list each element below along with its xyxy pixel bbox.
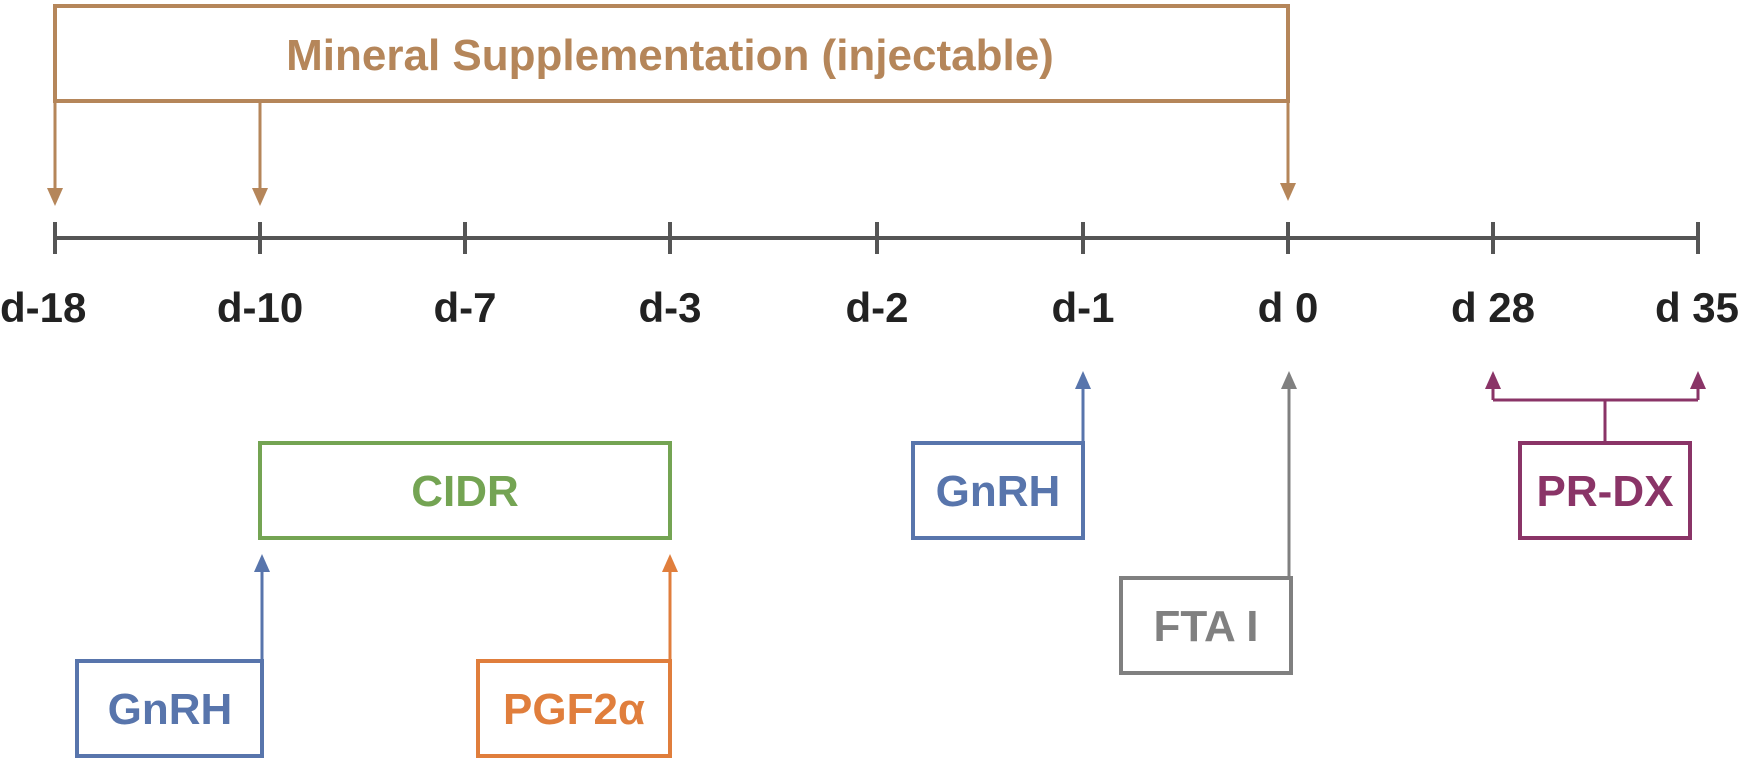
pgf-label: PGF2α xyxy=(503,685,645,734)
tick-label-d-10: d-10 xyxy=(217,284,303,331)
tick-label-d-1: d-1 xyxy=(1052,284,1115,331)
fta-label: FTA I xyxy=(1153,602,1258,651)
fta-arrowhead xyxy=(1281,371,1297,389)
prdx-label: PR-DX xyxy=(1537,467,1674,516)
mineral-arrowhead-d-10 xyxy=(252,188,268,206)
tick-label-d-18: d-18 xyxy=(0,284,86,331)
prdx-arrowhead-d-28 xyxy=(1485,371,1501,389)
cidr-label: CIDR xyxy=(411,467,519,516)
prdx-group: PR-DX xyxy=(1485,371,1706,540)
gnrh-second-box xyxy=(911,441,1085,540)
gnrh-second-group: GnRH xyxy=(911,371,1091,540)
tick-label-d-35: d 35 xyxy=(1655,284,1739,331)
tick-label-d-0: d 0 xyxy=(1258,284,1319,331)
gnrh-first-box xyxy=(75,659,264,758)
gnrh-first-group: GnRH xyxy=(75,554,270,758)
prdx-arrowhead-d-35 xyxy=(1690,371,1706,389)
mineral-supplementation-group: Mineral Supplementation (injectable) xyxy=(47,4,1296,206)
gnrh-second-arrowhead xyxy=(1075,371,1091,389)
fta-box xyxy=(1119,576,1293,675)
gnrh-first-arrowhead xyxy=(254,554,270,572)
timeline-ticks: d-18 d-10 d-7 d-3 d-2 d-1 d 0 d 28 d 35 xyxy=(0,222,1739,331)
pgf-box xyxy=(476,659,672,758)
pgf-arrowhead xyxy=(662,554,678,572)
cidr-group: CIDR xyxy=(258,441,672,540)
timeline: d-18 d-10 d-7 d-3 d-2 d-1 d 0 d 28 d 35 xyxy=(0,222,1739,331)
pgf-group: PGF2α xyxy=(476,554,678,758)
cidr-box xyxy=(258,441,672,540)
tick-label-d-2: d-2 xyxy=(846,284,909,331)
mineral-arrowhead-d-0 xyxy=(1280,183,1296,201)
mineral-supplementation-box xyxy=(53,4,1290,103)
gnrh-first-label: GnRH xyxy=(108,685,233,734)
mineral-supplementation-label: Mineral Supplementation (injectable) xyxy=(286,31,1054,80)
tick-label-d-3: d-3 xyxy=(639,284,702,331)
tick-label-d-28: d 28 xyxy=(1451,284,1535,331)
tick-label-d-7: d-7 xyxy=(434,284,497,331)
mineral-arrowhead-d-18 xyxy=(47,188,63,206)
fta-group: FTA I xyxy=(1119,371,1297,675)
gnrh-second-label: GnRH xyxy=(936,467,1061,516)
